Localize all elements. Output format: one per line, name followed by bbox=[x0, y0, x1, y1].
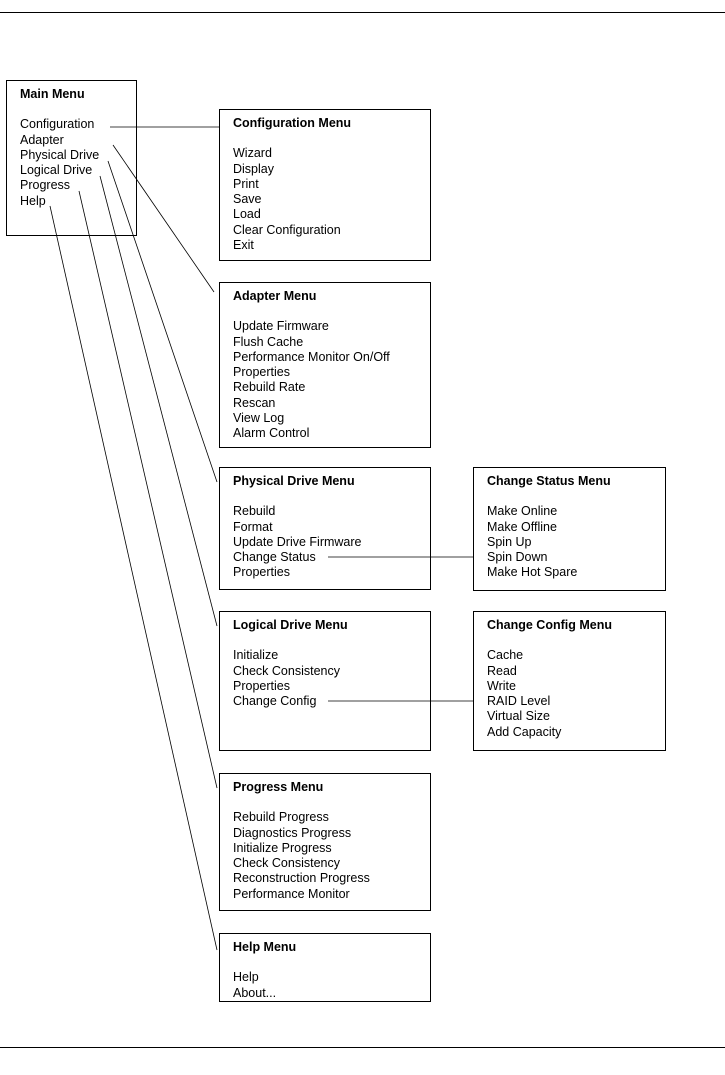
menu-item: Write bbox=[487, 678, 516, 693]
menu-item: Initialize Progress bbox=[233, 840, 332, 855]
menu-item: Help bbox=[20, 193, 46, 208]
bottom-rule bbox=[0, 1047, 725, 1048]
menu-item: Spin Down bbox=[487, 550, 548, 565]
menu-item: Progress bbox=[20, 178, 71, 193]
menu-item: RAID Level bbox=[487, 694, 551, 709]
menu-item: Format bbox=[233, 519, 273, 534]
menu-item: Exit bbox=[233, 238, 254, 253]
menu-item: Configuration bbox=[20, 117, 95, 132]
menu-item: Change Status bbox=[233, 550, 316, 565]
menu-item: Make Offline bbox=[487, 519, 557, 534]
connector-progress bbox=[78, 190, 218, 789]
menu-item: Rebuild bbox=[233, 504, 276, 519]
menu-item: Rescan bbox=[233, 395, 276, 410]
menu-item: Performance Monitor On/Off bbox=[233, 349, 390, 364]
menu-item: Rebuild Progress bbox=[233, 810, 329, 825]
menu-item: Change Config bbox=[233, 694, 317, 709]
menu-item: Display bbox=[233, 161, 274, 176]
menu-item: Diagnostics Progress bbox=[233, 825, 352, 840]
menu-title: Change Status Menu bbox=[487, 474, 611, 488]
menu-item: Print bbox=[233, 176, 259, 191]
menu-item: Update Drive Firmware bbox=[233, 534, 362, 549]
menu-item: Update Firmware bbox=[233, 319, 329, 334]
menu-item: Flush Cache bbox=[233, 334, 304, 349]
menu-item: Spin Up bbox=[487, 534, 532, 549]
menu-item: Performance Monitor bbox=[233, 886, 350, 901]
connector-adapter bbox=[112, 144, 215, 293]
menu-item: Read bbox=[487, 663, 517, 678]
menu-item: Virtual Size bbox=[487, 709, 550, 724]
menu-title: Logical Drive Menu bbox=[233, 618, 348, 632]
menu-item: View Log bbox=[233, 411, 285, 426]
menu-item: Wizard bbox=[233, 146, 272, 161]
menu-item: Cache bbox=[487, 648, 524, 663]
menu-item: Load bbox=[233, 207, 261, 222]
menu-item: Make Online bbox=[487, 504, 558, 519]
menu-title: Physical Drive Menu bbox=[233, 474, 355, 488]
menu-item: About... bbox=[233, 985, 277, 1000]
menu-item: Logical Drive bbox=[20, 163, 93, 178]
menu-item: Initialize bbox=[233, 648, 279, 663]
menu-item: Properties bbox=[233, 678, 290, 693]
menu-item: Add Capacity bbox=[487, 724, 562, 739]
connector-logical bbox=[99, 175, 218, 627]
menu-item: Save bbox=[233, 192, 262, 207]
menu-title: Progress Menu bbox=[233, 780, 324, 794]
menu-item: Check Consistency bbox=[233, 856, 340, 871]
menu-item: Make Hot Spare bbox=[487, 565, 578, 580]
menu-item: Help bbox=[233, 970, 259, 985]
connector-physical bbox=[107, 160, 218, 483]
menu-title: Configuration Menu bbox=[233, 116, 352, 130]
menu-item: Clear Configuration bbox=[233, 222, 341, 237]
menu-item: Physical Drive bbox=[20, 147, 100, 162]
menu-item: Reconstruction Progress bbox=[233, 871, 370, 886]
menu-title: Help Menu bbox=[233, 940, 297, 954]
menu-item: Adapter bbox=[20, 132, 64, 147]
connector-help bbox=[49, 205, 218, 951]
menu-item: Alarm Control bbox=[233, 426, 310, 441]
menu-item: Rebuild Rate bbox=[233, 380, 306, 395]
menu-item: Properties bbox=[233, 365, 290, 380]
menu-title: Main Menu bbox=[20, 87, 85, 101]
menu-title: Change Config Menu bbox=[487, 618, 612, 632]
menu-title: Adapter Menu bbox=[233, 289, 317, 303]
menu-item: Properties bbox=[233, 565, 290, 580]
top-rule bbox=[0, 12, 725, 13]
menu-item: Check Consistency bbox=[233, 663, 340, 678]
